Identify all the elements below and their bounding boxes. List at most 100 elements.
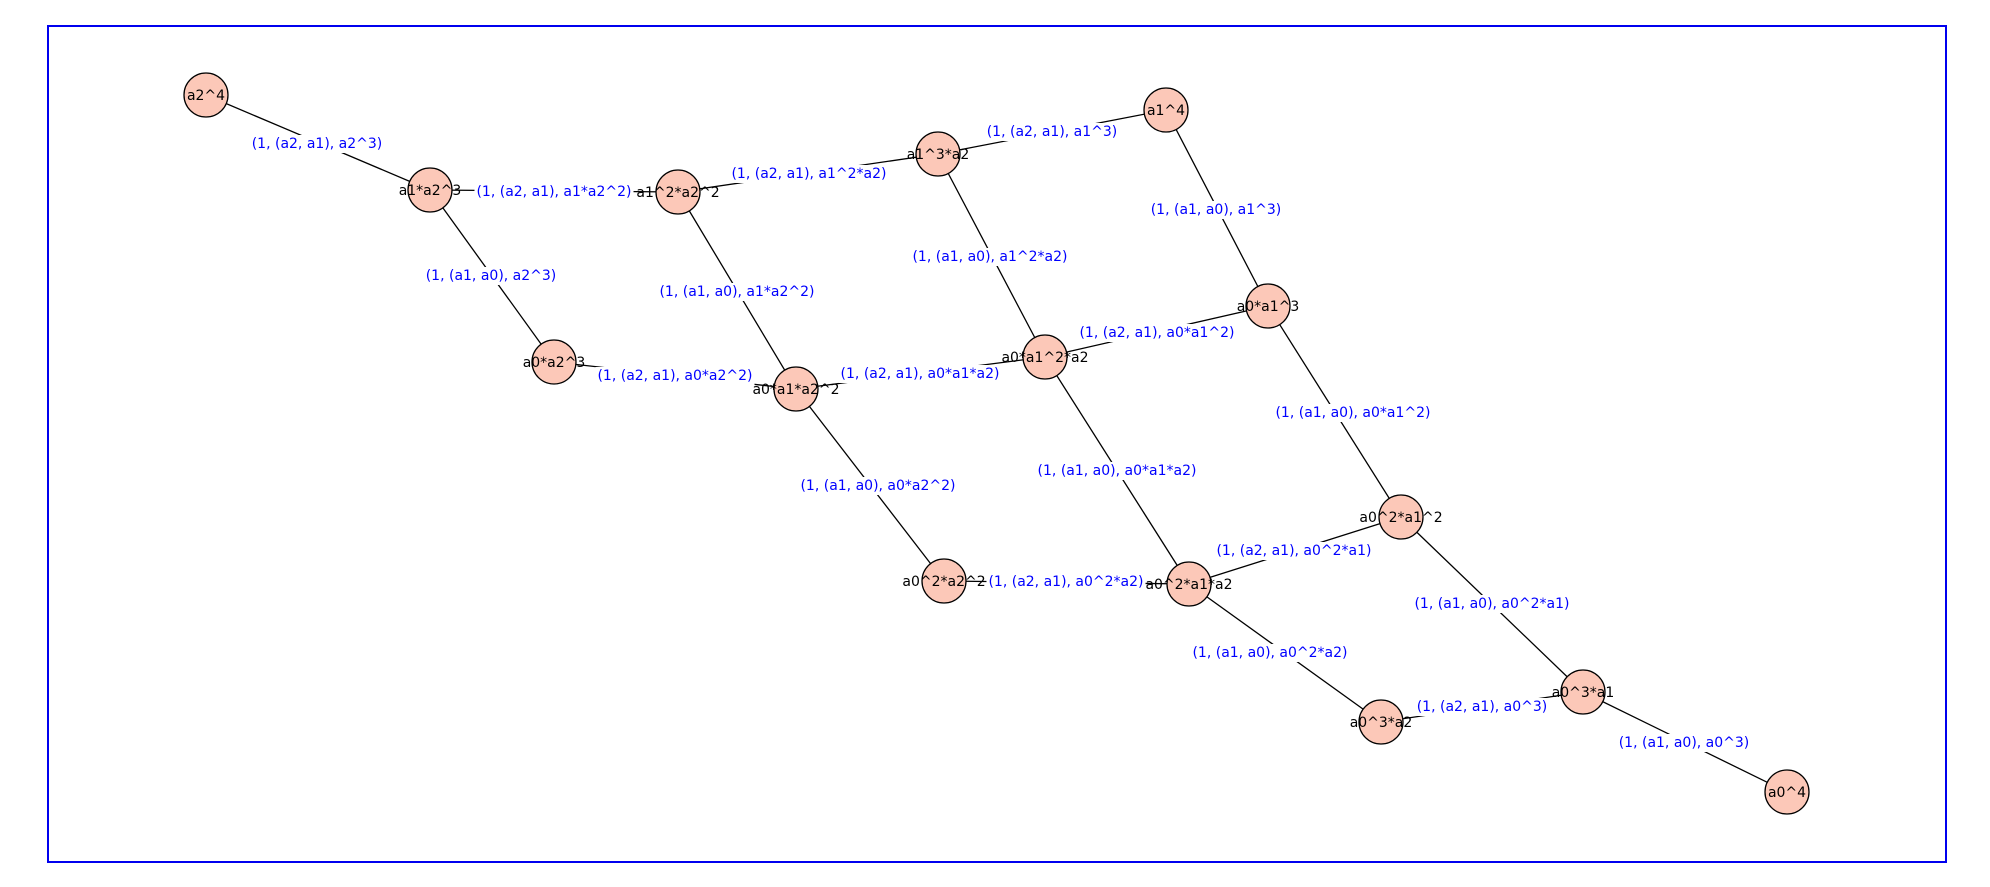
node-circle (915, 131, 961, 177)
node-label: a0*a1*a2^2 (752, 382, 839, 398)
edge-label-text: (1, (a1, a0), a1*a2^2) (659, 284, 814, 300)
edge-label-background (1190, 644, 1350, 662)
plot-frame (47, 25, 1947, 863)
node-circle (531, 339, 577, 385)
node-circle (1560, 669, 1606, 715)
edge-label-text: (1, (a1, a0), a1^3) (1151, 202, 1282, 218)
edge-label-text: (1, (a1, a0), a0*a1^2) (1275, 405, 1430, 421)
edge-label-text: (1, (a2, a1), a0*a2^2) (597, 368, 752, 384)
edge-label-16: (1, (a1, a0), a0^2*a2) (1190, 644, 1350, 662)
edge-label-text: (1, (a2, a1), a2^3) (252, 136, 383, 152)
node-circle (1022, 334, 1068, 380)
node-circle (1378, 494, 1424, 540)
edge-label-6: (1, (a1, a0), a1^2*a2) (910, 248, 1070, 266)
edge-label-background (729, 165, 889, 183)
edge-label-19: (1, (a1, a0), a0^3) (1616, 734, 1752, 752)
edge-label-background (1035, 462, 1199, 480)
node-label: a1^4 (1147, 103, 1185, 119)
node-label: a0^2*a1*a2 (1145, 577, 1232, 593)
node-label: a0*a2^3 (523, 355, 586, 371)
edge-label-background (1412, 595, 1572, 613)
edge-label-text: (1, (a1, a0), a0*a1*a2) (1038, 463, 1197, 479)
node-circle (1245, 283, 1291, 329)
node-label: a1*a2^3 (399, 183, 462, 199)
edge-label-3: (1, (a2, a1), a1^3) (984, 123, 1120, 141)
node-a0p2xa2p2: a0^2*a2^2 (902, 558, 986, 604)
edge-label-background (423, 267, 559, 285)
nodes-layer: a2^4 a1*a2^3 a1^2*a2^2 a1^3*a2 a1^4 a0*a2^3 a0… (183, 72, 1810, 815)
node-circle (1764, 769, 1810, 815)
edge-label-15: (1, (a2, a1), a0^2*a1) (1214, 542, 1374, 560)
node-a0p3xa2: a0^3*a2 (1350, 699, 1413, 745)
node-a0p2xa1xa2: a0^2*a1*a2 (1145, 561, 1233, 607)
edge-label-background (657, 283, 817, 301)
edge-label-background (984, 123, 1120, 141)
edge-label-12: (1, (a1, a0), a0*a1*a2) (1035, 462, 1199, 480)
edge-label-text: (1, (a1, a0), a1^2*a2) (912, 249, 1067, 265)
node-circle (773, 366, 819, 412)
edge-label-background (1273, 404, 1433, 422)
node-label: a1^3*a2 (907, 147, 970, 163)
node-a0xa2p3: a0*a2^3 (523, 339, 586, 385)
node-a1p2xa2p2: a1^2*a2^2 (636, 169, 720, 215)
node-a0xa1p3: a0*a1^3 (1237, 283, 1300, 329)
node-a1p4: a1^4 (1143, 87, 1189, 133)
edge-label-background (1616, 734, 1752, 752)
edge-label-text: (1, (a2, a1), a1^3) (987, 124, 1118, 140)
edge-label-17: (1, (a1, a0), a0^2*a1) (1412, 595, 1572, 613)
node-circle (183, 72, 229, 118)
edge-label-text: (1, (a2, a1), a1^2*a2) (731, 166, 886, 182)
node-circle (921, 558, 967, 604)
edge-label-4: (1, (a1, a0), a2^3) (423, 267, 559, 285)
node-circle (655, 169, 701, 215)
edge-label-background (1214, 542, 1374, 560)
edge-label-background (910, 248, 1070, 266)
edge-labels-layer: (1, (a2, a1), a2^3) (1, (a2, a1), a1*a2^2… (249, 123, 1752, 752)
edge-label-background (798, 477, 958, 495)
node-a2p4: a2^4 (183, 72, 229, 118)
node-a1xa2p3: a1*a2^3 (399, 167, 462, 213)
node-a0p2xa1p2: a0^2*a1^2 (1359, 494, 1443, 540)
edge-label-7: (1, (a1, a0), a1^3) (1148, 201, 1284, 219)
edge-label-text: (1, (a2, a1), a0^3) (1417, 699, 1548, 715)
edge-label-text: (1, (a1, a0), a0*a2^2) (800, 478, 955, 494)
node-circle (407, 167, 453, 213)
edge-label-text: (1, (a1, a0), a0^2*a2) (1192, 645, 1347, 661)
edge-label-text: (1, (a2, a1), a0*a1^2) (1079, 325, 1234, 341)
edge-label-13: (1, (a1, a0), a0*a1^2) (1273, 404, 1433, 422)
node-a0xa1p2xa2: a0*a1^2*a2 (1001, 334, 1089, 380)
edge-label-background (249, 135, 385, 153)
node-a0xa1xa2p2: a0*a1*a2^2 (752, 366, 840, 412)
node-label: a0^2*a1^2 (1359, 510, 1442, 526)
node-label: a0*a1^3 (1237, 299, 1300, 315)
edge-label-18: (1, (a2, a1), a0^3) (1414, 698, 1550, 716)
edge-label-9: (1, (a2, a1), a0*a1*a2) (838, 365, 1002, 383)
edge-label-2: (1, (a2, a1), a1^2*a2) (729, 165, 889, 183)
edge-label-text: (1, (a1, a0), a0^3) (1619, 735, 1750, 751)
node-a0p4: a0^4 (1764, 769, 1810, 815)
node-label: a2^4 (187, 88, 225, 104)
edge-label-14: (1, (a2, a1), a0^2*a2) (986, 573, 1146, 591)
edge-label-1: (1, (a2, a1), a1*a2^2) (474, 183, 634, 201)
node-circle (1358, 699, 1404, 745)
edge-label-8: (1, (a2, a1), a0*a2^2) (595, 367, 755, 385)
node-circle (1166, 561, 1212, 607)
edge-label-text: (1, (a2, a1), a0^2*a2) (988, 574, 1143, 590)
node-a1p3xa2: a1^3*a2 (907, 131, 970, 177)
node-a0p3xa1: a0^3*a1 (1552, 669, 1614, 715)
edge-label-text: (1, (a2, a1), a1*a2^2) (476, 184, 631, 200)
edge-label-text: (1, (a2, a1), a0*a1*a2) (841, 366, 1000, 382)
edge-label-background (1414, 698, 1550, 716)
edge-label-11: (1, (a1, a0), a0*a2^2) (798, 477, 958, 495)
edge-label-text: (1, (a2, a1), a0^2*a1) (1216, 543, 1371, 559)
edge-label-text: (1, (a1, a0), a0^2*a1) (1414, 596, 1569, 612)
edge-label-background (474, 183, 634, 201)
edge-label-background (986, 573, 1146, 591)
node-label: a0^2*a2^2 (902, 574, 985, 590)
node-label: a0*a1^2*a2 (1001, 350, 1088, 366)
edge-label-5: (1, (a1, a0), a1*a2^2) (657, 283, 817, 301)
node-label: a0^3*a2 (1350, 715, 1413, 731)
node-label: a1^2*a2^2 (636, 185, 719, 201)
node-circle (1143, 87, 1189, 133)
